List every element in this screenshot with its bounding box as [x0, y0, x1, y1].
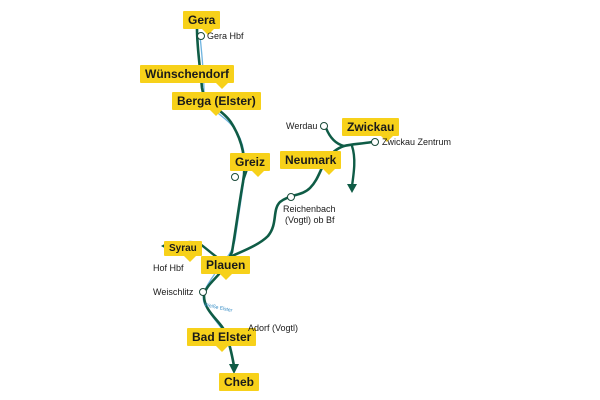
- arrow-south: [347, 184, 357, 193]
- label-zwickau-zentrum: Zwickau Zentrum: [382, 137, 452, 147]
- station-dot-greiz: [231, 173, 239, 181]
- station-box-cheb: Cheb: [219, 373, 259, 391]
- station-box-berga: Berga (Elster): [172, 92, 261, 116]
- station-box-syrau: Syrau: [164, 241, 202, 262]
- station-box-greiz: Greiz: [230, 153, 271, 177]
- label-adorf: Adorf (Vogtl): [248, 323, 299, 333]
- arrow-to-cheb: [229, 364, 239, 374]
- label-gera-hbf: Gera Hbf: [207, 31, 244, 41]
- station-box-wuenschendorf: Wünschendorf: [140, 65, 234, 89]
- station-box-zwickau: Zwickau: [342, 118, 400, 142]
- label-reichenbach-line1: Reichenbach: [283, 204, 336, 214]
- rail-line-gera-plauen: [195, 26, 246, 267]
- label-hof-hbf: Hof Hbf: [153, 263, 184, 273]
- station-dot-weischlitz: [199, 288, 207, 296]
- label-werdau: Werdau: [286, 121, 318, 131]
- station-dot-gera-hbf: [197, 32, 205, 40]
- station-box-plauen: Plauen: [201, 256, 251, 280]
- station-box-gera: Gera: [183, 11, 221, 35]
- station-dot-zwickau-zentrum: [371, 138, 379, 146]
- station-dot-reichenbach: [287, 193, 295, 201]
- label-weischlitz: Weischlitz: [153, 287, 194, 297]
- rail-line-zwickau-south: [350, 144, 356, 188]
- rail-line-werdau: [324, 126, 346, 148]
- label-reichenbach-line2: (Vogtl) ob Bf: [285, 215, 335, 225]
- station-dot-werdau: [320, 122, 328, 130]
- rail-line-plauen-cheb: [202, 263, 236, 368]
- station-box-neumark: Neumark: [280, 151, 342, 175]
- station-box-bad-elster: Bad Elster: [187, 328, 257, 352]
